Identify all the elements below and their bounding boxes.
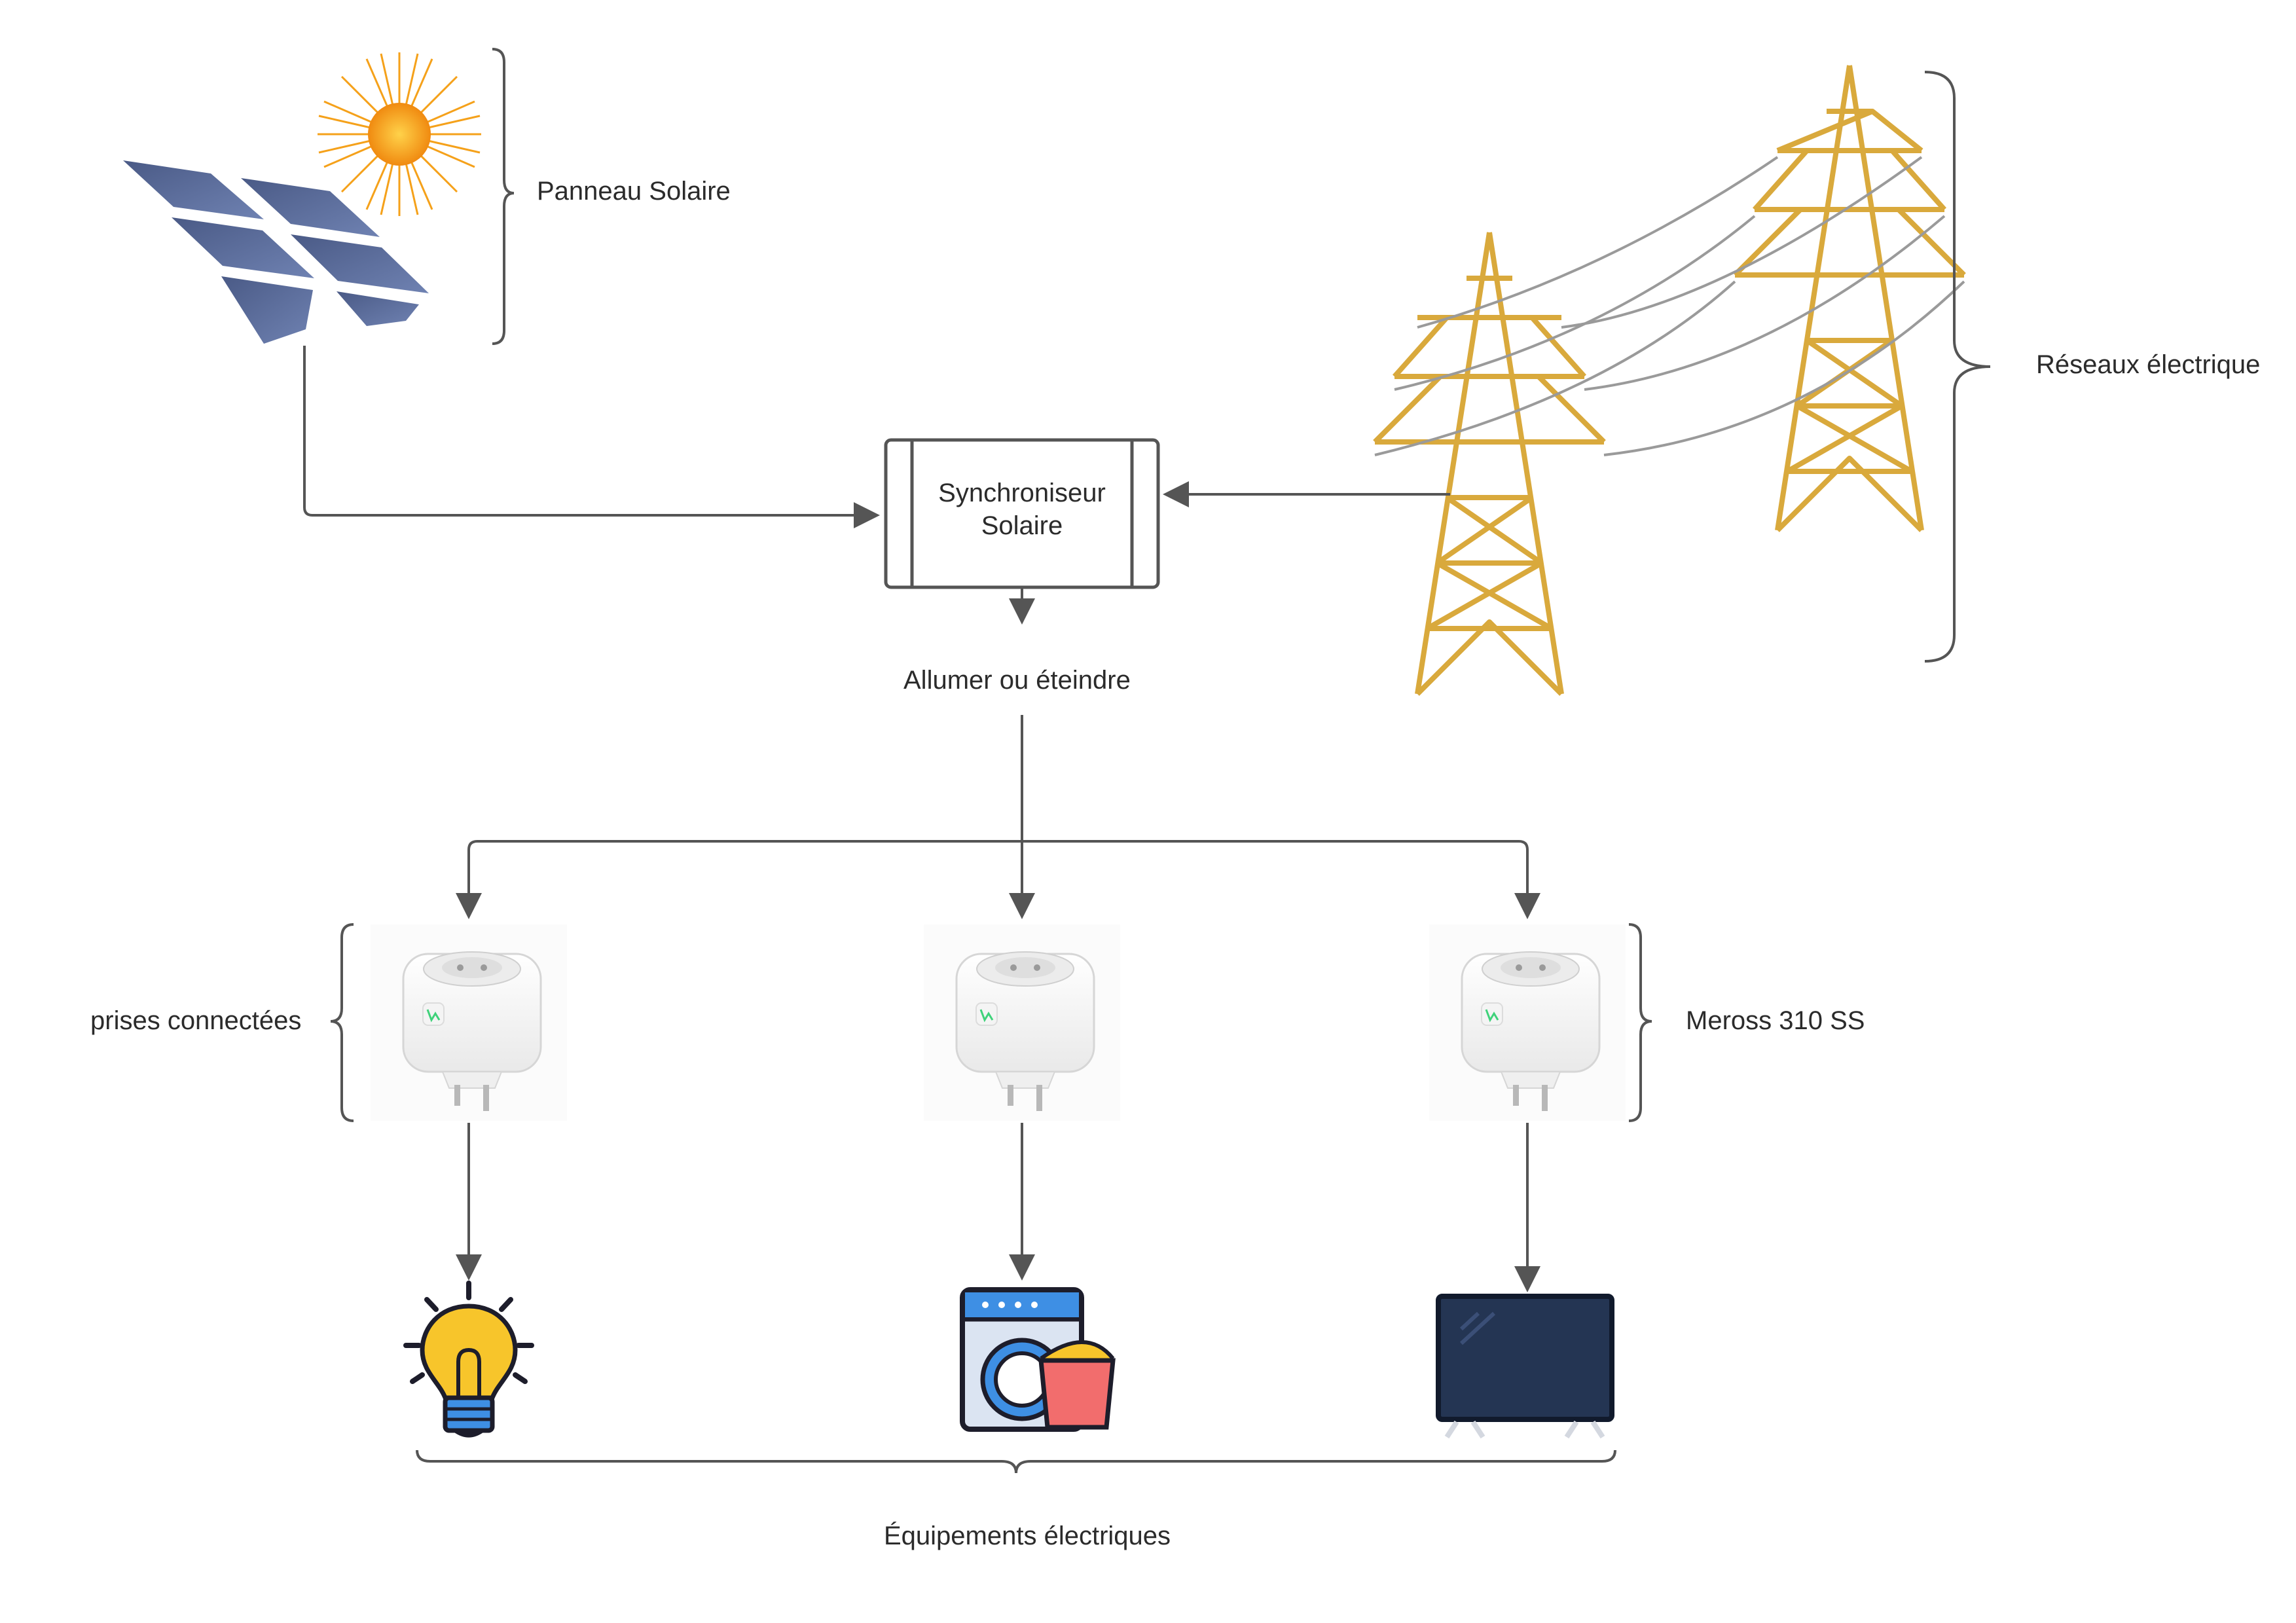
plug-model-label: Meross 310 SS [1686, 1006, 1865, 1035]
grid-brace [1924, 71, 1991, 663]
equipment-brace [416, 1450, 1616, 1474]
plugs-left-brace [330, 923, 354, 1122]
synchronizer-label-line2: Solaire [981, 511, 1063, 540]
power-lines [1374, 156, 1965, 456]
switch-action-label: Allumer ou éteindre [903, 666, 1131, 695]
synchronizer-label: Synchroniseur Solaire [898, 477, 1146, 542]
synchronizer-box [884, 438, 1160, 589]
smart-plug-icon [369, 923, 568, 1122]
smart-plugs-label: prises connectées [90, 1006, 302, 1035]
grid-label: Réseaux électrique [2036, 350, 2261, 379]
equipment-label: Équipements électriques [884, 1522, 1171, 1550]
light-bulb-icon [403, 1281, 534, 1438]
smart-plug-icon [922, 923, 1121, 1122]
television-icon [1436, 1294, 1614, 1439]
solar-brace [492, 48, 515, 345]
plugs-right-brace [1628, 923, 1652, 1122]
connectors [303, 346, 1540, 1292]
solar-panel-label: Panneau Solaire [537, 177, 731, 206]
smart-plug-icon [1428, 923, 1627, 1122]
power-pylon-icon [1373, 65, 1966, 696]
washing-machine-icon [960, 1287, 1116, 1432]
synchronizer-label-line1: Synchroniseur [938, 479, 1106, 507]
solar-panel-icon [123, 160, 429, 344]
sun-icon [318, 52, 481, 216]
